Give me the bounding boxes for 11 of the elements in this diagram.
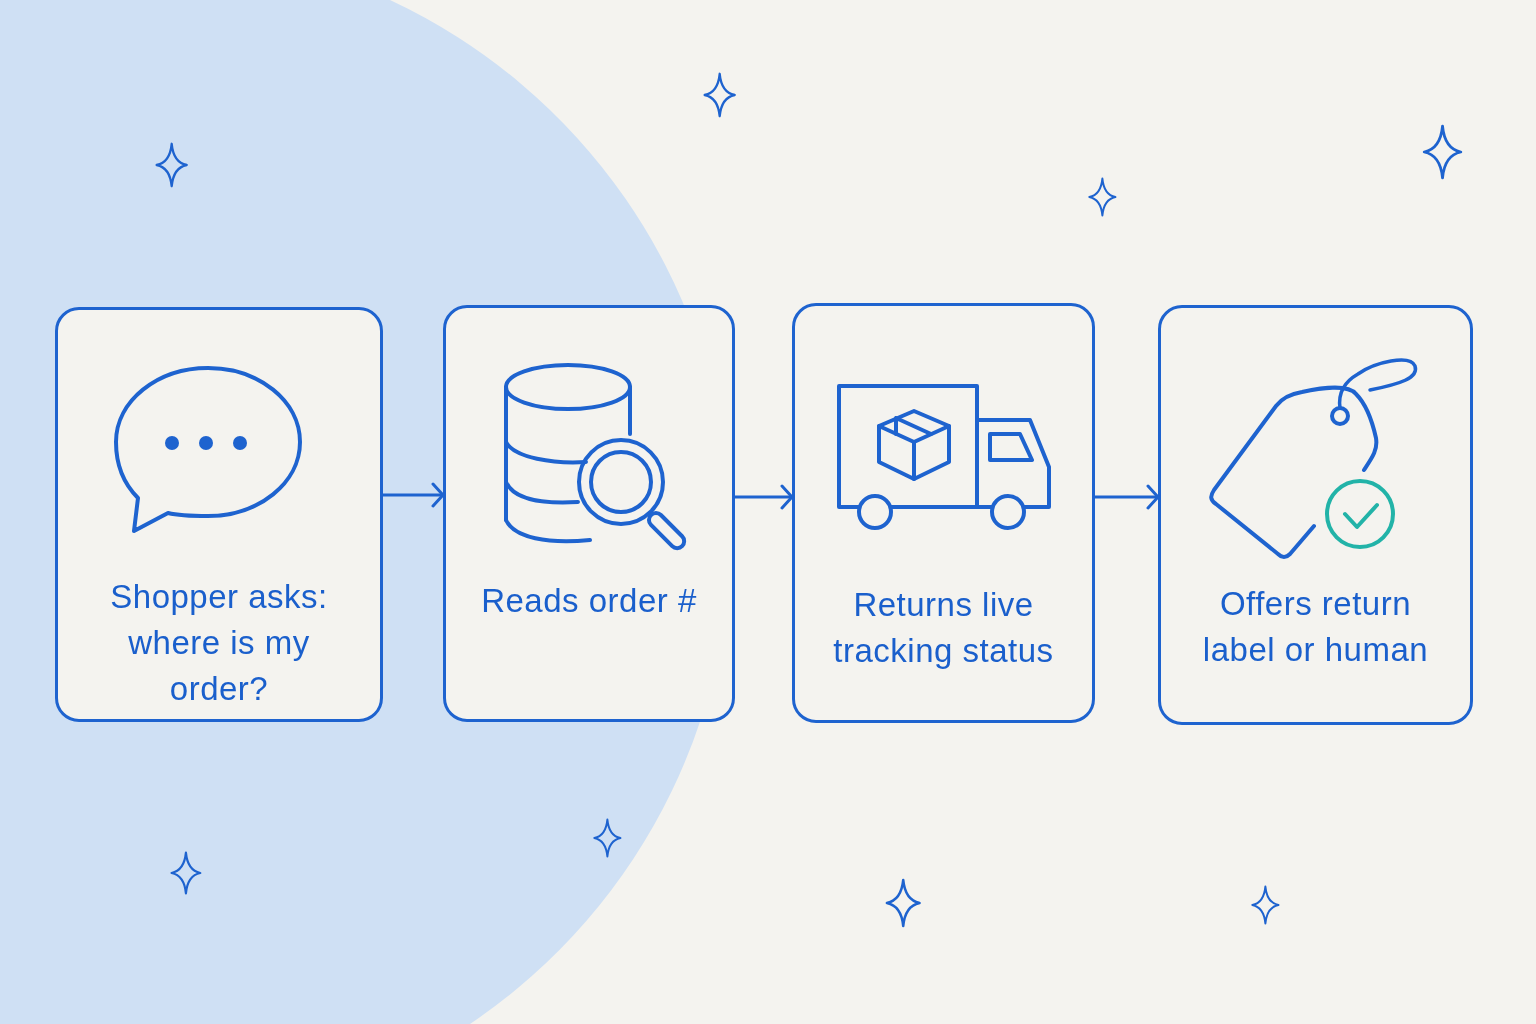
step-caption: Shopper asks: where is my order? bbox=[109, 577, 329, 709]
arrow bbox=[733, 484, 794, 510]
step-card bbox=[443, 305, 735, 722]
step-caption: Reads order # bbox=[481, 581, 697, 621]
arrow bbox=[381, 482, 445, 508]
step-caption: Offers return label or human bbox=[1201, 584, 1430, 670]
step-card bbox=[792, 303, 1095, 723]
step-card bbox=[55, 307, 383, 722]
arrow bbox=[1093, 484, 1160, 510]
step-caption: Returns live tracking status bbox=[832, 585, 1055, 671]
step-card bbox=[1158, 305, 1473, 725]
